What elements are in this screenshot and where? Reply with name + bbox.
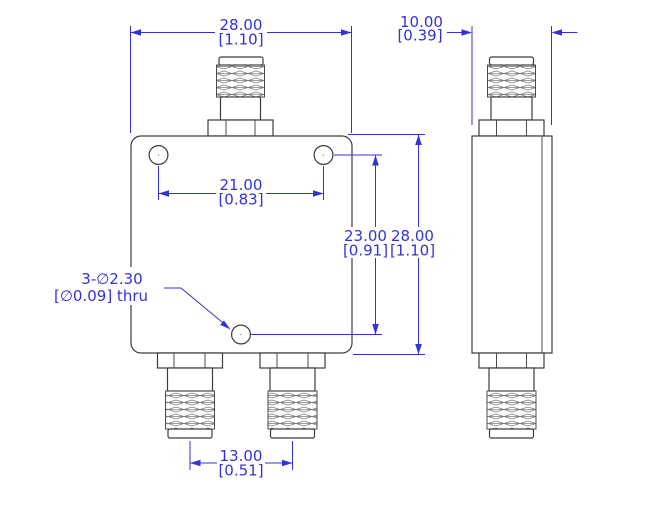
arrowhead-leader: [220, 320, 231, 330]
connector-neck: [490, 96, 533, 121]
front-view: [130, 56, 353, 439]
text-mask: [216, 177, 266, 206]
label-body-height-mm: 28.00: [391, 227, 434, 245]
text-mask: [340, 227, 440, 258]
label-hole-offset-vert-mm: 23.00: [344, 227, 387, 245]
sma-connector-bottom-side: [478, 352, 545, 439]
connector-hex-nut: [259, 352, 326, 369]
arrowhead-left: [158, 190, 169, 197]
connector-neck: [488, 367, 535, 392]
connector-neck: [269, 367, 316, 392]
connector-cap: [269, 428, 316, 439]
text-mask: [215, 16, 267, 46]
label-port-spacing-mm: 13.00: [220, 447, 263, 465]
label-body-width-inch: [1.10]: [218, 31, 263, 49]
front-body-outline: [130, 135, 353, 354]
connector-thread-section: [267, 390, 318, 430]
arrowhead-left: [130, 29, 141, 36]
arrowhead-up: [415, 134, 422, 145]
label-body-depth-inch: [0.39]: [397, 27, 442, 45]
connector-hex-nut: [156, 352, 224, 369]
label-hole-callout-line2: [∅0.09] thru: [54, 287, 148, 305]
hole-center-mark: [322, 154, 325, 156]
connector-thread-section: [487, 64, 536, 98]
side-body-outline: [471, 135, 553, 354]
arrowhead-right: [313, 190, 324, 197]
arrowhead-right: [282, 459, 293, 467]
connector-hex-nut: [478, 119, 545, 137]
label-body-height-inch: [1.10]: [390, 242, 435, 260]
arrowhead-down: [415, 344, 422, 355]
arrowhead-down: [372, 324, 379, 335]
sma-connector-top: [207, 56, 274, 137]
label-port-spacing-inch: [0.51]: [218, 462, 263, 480]
arrowhead-left: [551, 29, 562, 36]
connector-thread-section: [165, 390, 215, 430]
connector-cap: [488, 428, 535, 439]
connector-thread-section: [216, 64, 265, 98]
connector-thread-section: [486, 390, 537, 430]
side-view: [471, 56, 553, 439]
label-hole-spacing-mm: 21.00: [220, 176, 263, 194]
connector-hex-nut: [478, 352, 545, 369]
sma-connector-bottom-left: [156, 352, 224, 439]
connector-cap: [167, 428, 213, 439]
label-hole-offset-vert-inch: [0.91]: [343, 242, 388, 260]
label-hole-callout-line1: 3-∅2.30: [81, 270, 142, 288]
sma-connector-bottom-right: [259, 352, 326, 439]
dim-body-depth: [447, 26, 578, 125]
arrowhead-right: [341, 29, 352, 36]
arrowhead-left: [190, 459, 201, 467]
text-mask: [38, 267, 164, 305]
connector-cap: [218, 56, 264, 66]
arrowhead-right: [461, 29, 472, 36]
text-mask: [217, 450, 265, 477]
arrowhead-up: [372, 155, 379, 166]
hole-center-mark: [157, 154, 160, 156]
hole-callout-leader: [164, 287, 231, 330]
connector-neck: [219, 96, 262, 121]
sma-connector-top-side: [478, 56, 545, 137]
connector-hex-nut: [207, 119, 274, 137]
label-body-width-mm: 28.00: [220, 16, 263, 34]
connector-neck: [166, 367, 214, 392]
hole-center-mark: [240, 333, 242, 336]
label-hole-spacing-inch: [0.83]: [218, 191, 263, 209]
dimension-labels: 28.00 [1.10] 10.00 [0.39] 21.00 [0.83] 2…: [54, 13, 443, 480]
label-body-depth-mm: 10.00: [400, 13, 443, 31]
connector-cap: [488, 56, 535, 66]
